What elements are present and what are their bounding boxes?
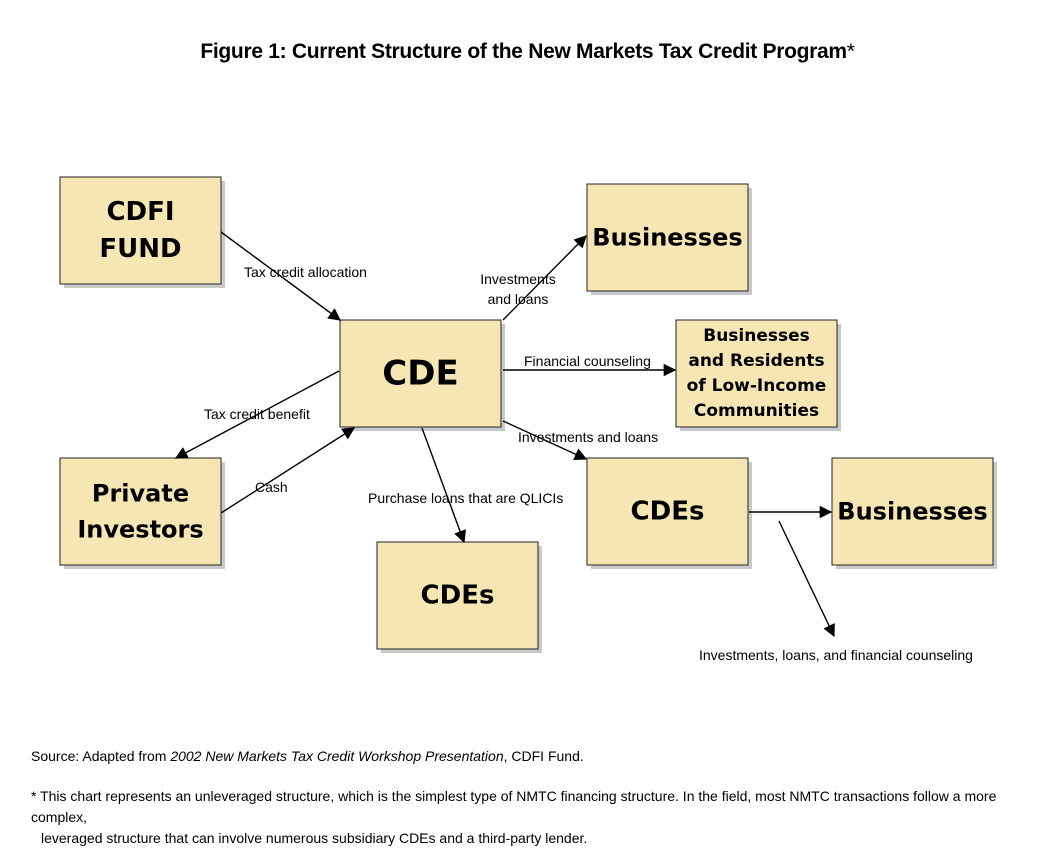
box-label: FUND (99, 234, 181, 264)
box-businesses-right: Businesses (831, 457, 997, 569)
boxes-layer: CDFIFUNDCDEPrivateInvestorsBusinessesBus… (59, 176, 997, 653)
box-rect (59, 457, 222, 566)
box-label: Investors (77, 516, 203, 544)
edge-label-purchase-loans: Purchase loans that are QLICIs (368, 490, 563, 506)
edge-label-investments-loans-counseling: Investments, loans, and financial counse… (699, 647, 973, 663)
box-rect (59, 176, 222, 285)
arrow-investments-right (502, 420, 588, 461)
box-label: CDEs (421, 581, 495, 611)
source-suffix: , CDFI Fund. (503, 748, 584, 764)
edges-layer (174, 231, 835, 638)
box-rect (586, 457, 749, 566)
arrow-allocation (220, 231, 342, 321)
footnote-line-2: leveraged structure that can involve num… (41, 830, 588, 846)
arrow-cash (220, 427, 356, 514)
edge-label-investments-and-loans-top: and loans (488, 291, 549, 307)
box-cdes-bottom: CDEs (376, 541, 542, 653)
box-cdfi-fund: CDFI FUND (59, 176, 225, 288)
arrow-investments-top (502, 235, 587, 321)
arrow-purchase-loans (421, 427, 466, 544)
edge-label-cash: Cash (255, 479, 288, 495)
source-note: Source: Adapted from 2002 New Markets Ta… (31, 748, 584, 764)
box-label: Private (92, 480, 189, 508)
box-label: Businesses (837, 498, 987, 526)
box-rect (586, 183, 749, 292)
edge-label-tax-credit-allocation: Tax credit allocation (244, 264, 367, 280)
title-text: Figure 1: Current Structure of the New M… (200, 40, 847, 63)
box-rect (376, 541, 539, 650)
box-label: CDEs (631, 497, 705, 527)
box-residents: Businesses and Residents of Low-IncomeComm… (675, 319, 841, 431)
edge-label-tax-credit-benefit: Tax credit benefit (204, 406, 310, 422)
edge-labels-layer: Tax credit allocation Investments and loan… (204, 264, 973, 663)
edge-label-financial-counseling: Financial counseling (524, 353, 651, 369)
arrow-tax-credit-benefit (174, 370, 340, 459)
title-asterisk: * (846, 40, 855, 63)
box-label: CDE (382, 354, 458, 394)
box-rect (831, 457, 994, 566)
arrow-investments-loans-counseling (778, 520, 835, 638)
footnote-line-1: * This chart represents an unleveraged s… (31, 788, 997, 825)
box-label: Communities (694, 401, 819, 421)
box-rect (339, 319, 502, 428)
box-label: of Low-Income (687, 376, 827, 396)
box-label: Businesses (703, 326, 810, 346)
box-label: CDFI (106, 197, 174, 227)
figure-title: Figure 1: Current Structure of the New M… (0, 40, 1055, 64)
edge-label-investments-and-loans-right: Investments and loans (518, 429, 658, 445)
footnote: * This chart represents an unleveraged s… (31, 786, 1031, 849)
box-cdes-right: CDEs (586, 457, 752, 569)
box-cde: CDE (339, 319, 505, 431)
source-title: 2002 New Markets Tax Credit Workshop Pre… (170, 748, 504, 764)
box-businesses-top: Businesses (586, 183, 752, 295)
box-label: and Residents (688, 351, 824, 371)
edge-label-investments-and-loans-top: Investments (480, 271, 555, 287)
source-prefix: Source: Adapted from (31, 748, 171, 764)
box-label: Businesses (592, 224, 742, 252)
flow-diagram: CDFIFUNDCDEPrivateInvestorsBusinessesBus… (59, 176, 997, 663)
